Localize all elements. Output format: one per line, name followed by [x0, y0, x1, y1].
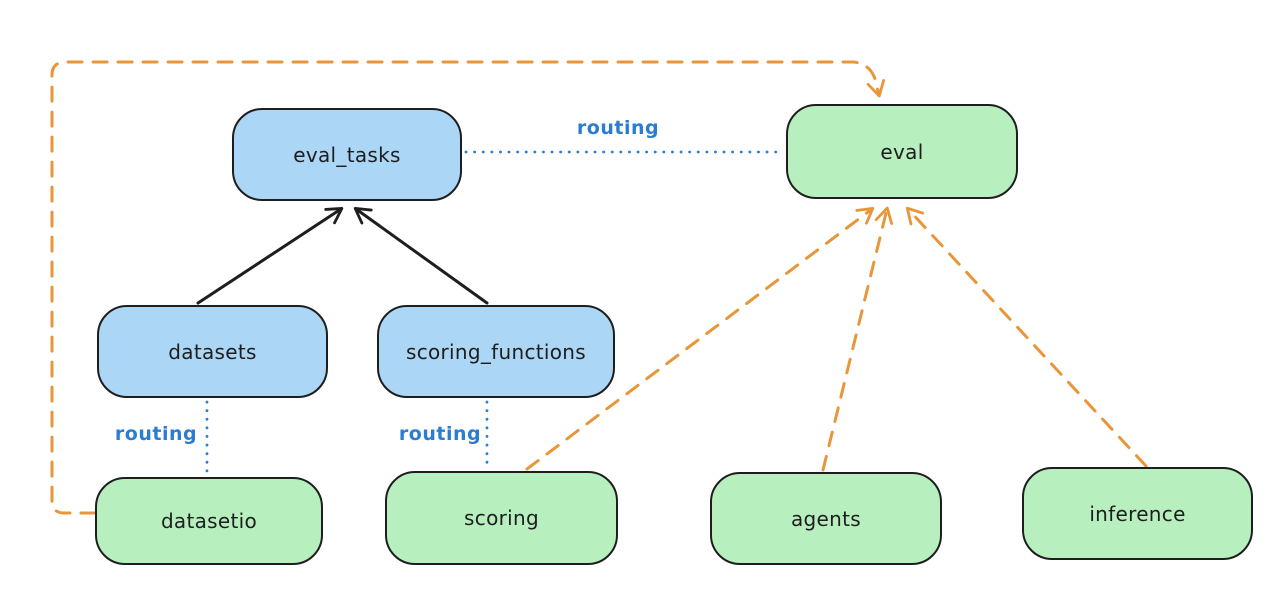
node-eval-label: eval: [880, 139, 924, 164]
node-inference-label: inference: [1089, 501, 1186, 526]
edge-label-scoring-functions-scoring-routing: routing: [398, 423, 482, 445]
node-inference: inference: [1022, 467, 1253, 560]
node-agents: agents: [710, 472, 942, 565]
node-eval-tasks: eval_tasks: [232, 108, 462, 201]
edge-label-eval-tasks-eval-routing: routing: [576, 117, 660, 139]
node-datasets: datasets: [97, 305, 328, 398]
edge-datasetio-eval-arrow: [50, 60, 886, 515]
edge-scoring-functions-eval-tasks-arrow: [353, 207, 489, 305]
edge-datasets-eval-tasks-arrow: [196, 207, 344, 305]
edge-label-datasets-datasetio-routing: routing: [114, 423, 198, 445]
node-datasetio-label: datasetio: [160, 509, 258, 533]
node-eval: eval: [786, 104, 1018, 199]
edge-agents-eval-arrow: [821, 206, 894, 472]
node-datasets-label: datasets: [168, 339, 257, 364]
node-eval-tasks-label: eval_tasks: [293, 142, 401, 167]
node-datasetio: datasetio: [95, 477, 323, 565]
edge-inference-eval-arrow: [905, 206, 1148, 468]
node-scoring-label: scoring: [464, 506, 539, 530]
node-scoring-functions: scoring_functions: [377, 305, 615, 398]
node-scoring-functions-label: scoring_functions: [405, 339, 587, 364]
node-scoring: scoring: [385, 471, 618, 565]
edge-scoring-eval-arrow: [525, 206, 875, 471]
node-agents-label: agents: [791, 506, 861, 531]
